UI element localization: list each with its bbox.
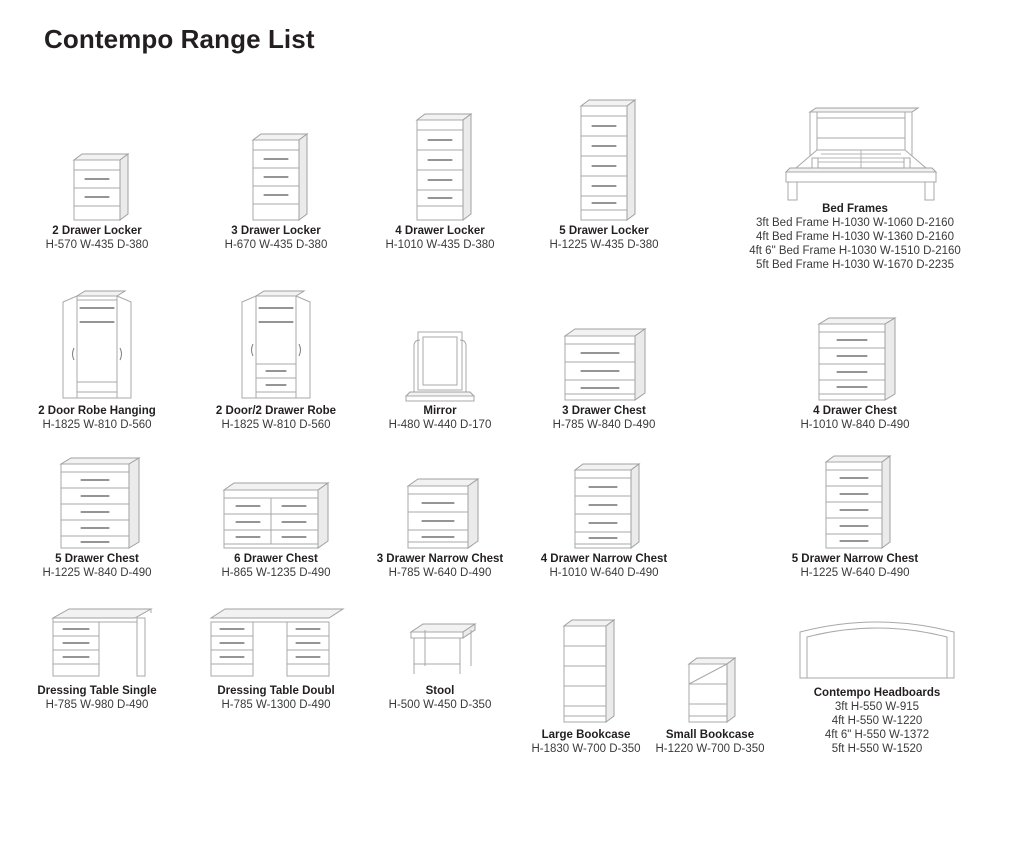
product-row: Dressing Table Single H-785 W-980 D-490 bbox=[0, 598, 1024, 756]
product-caption: 4 Drawer Locker H-1010 W-435 D-380 bbox=[385, 225, 495, 252]
product-dressing-table-double: Dressing Table Doubl H-785 W-1300 D-490 bbox=[194, 598, 358, 756]
product-stool: Stool H-500 W-450 D-350 bbox=[358, 598, 522, 756]
product-large-bookcase: Large Bookcase H-1830 W-700 D-350 bbox=[522, 598, 650, 756]
5-drawer-chest-drawing bbox=[45, 448, 149, 552]
product-6-drawer-chest: 6 Drawer Chest H-865 W-1235 D-490 bbox=[194, 448, 358, 580]
small-bookcase-drawing bbox=[677, 612, 743, 726]
product-caption: 3 Drawer Narrow Chest H-785 W-640 D-490 bbox=[376, 553, 504, 580]
product-4-drawer-locker: 4 Drawer Locker H-1010 W-435 D-380 bbox=[358, 96, 522, 272]
product-row: 2 Door Robe Hanging H-1825 W-810 D-560 bbox=[0, 286, 1024, 432]
product-caption: 4 Drawer Narrow Chest H-1010 W-640 D-490 bbox=[540, 553, 668, 580]
product-3-drawer-chest: 3 Drawer Chest H-785 W-840 D-490 bbox=[522, 286, 686, 432]
product-caption: Stool H-500 W-450 D-350 bbox=[388, 685, 492, 712]
2-door-2-drawer-robe-drawing bbox=[234, 286, 318, 404]
product-caption: 4 Drawer Chest H-1010 W-840 D-490 bbox=[800, 405, 910, 432]
5-drawer-narrow-chest-drawing bbox=[812, 448, 898, 552]
4-drawer-locker-drawing bbox=[401, 96, 479, 224]
product-caption: Small Bookcase H-1220 W-700 D-350 bbox=[655, 729, 765, 756]
product-caption: 5 Drawer Chest H-1225 W-840 D-490 bbox=[42, 553, 152, 580]
product-2-drawer-locker: 2 Drawer Locker H-570 W-435 D-380 bbox=[0, 96, 194, 272]
product-row: 5 Drawer Chest H-1225 W-840 D-490 bbox=[0, 448, 1024, 580]
3-drawer-chest-drawing bbox=[551, 286, 657, 404]
product-caption: Contempo Headboards 3ft H-550 W-915 4ft … bbox=[813, 687, 941, 756]
5-drawer-locker-drawing bbox=[565, 96, 643, 224]
bed-frame-drawing bbox=[766, 96, 944, 202]
product-caption: Large Bookcase H-1830 W-700 D-350 bbox=[531, 729, 641, 756]
2-drawer-locker-drawing bbox=[58, 96, 136, 224]
product-caption: 6 Drawer Chest H-865 W-1235 D-490 bbox=[221, 553, 331, 580]
dressing-table-single-drawing bbox=[35, 598, 159, 684]
product-dressing-table-single: Dressing Table Single H-785 W-980 D-490 bbox=[0, 598, 194, 756]
product-grid: 2 Drawer Locker H-570 W-435 D-380 bbox=[0, 96, 1024, 756]
product-caption: 3 Drawer Locker H-670 W-435 D-380 bbox=[224, 225, 328, 252]
4-drawer-chest-drawing bbox=[805, 286, 905, 404]
3-drawer-locker-drawing bbox=[237, 96, 315, 224]
product-small-bookcase: Small Bookcase H-1220 W-700 D-350 bbox=[650, 598, 770, 756]
product-mirror: Mirror H-480 W-440 D-170 bbox=[358, 286, 522, 432]
product-caption: 5 Drawer Narrow Chest H-1225 W-640 D-490 bbox=[791, 553, 919, 580]
product-caption: Bed Frames 3ft Bed Frame H-1030 W-1060 D… bbox=[749, 203, 961, 272]
mirror-drawing bbox=[402, 286, 478, 404]
product-caption: Mirror H-480 W-440 D-170 bbox=[388, 405, 492, 432]
6-drawer-chest-drawing bbox=[214, 448, 338, 552]
product-caption: Dressing Table Doubl H-785 W-1300 D-490 bbox=[217, 685, 335, 712]
product-bed-frames: Bed Frames 3ft Bed Frame H-1030 W-1060 D… bbox=[686, 96, 1024, 272]
page-title: Contempo Range List bbox=[44, 24, 315, 54]
product-5-drawer-chest: 5 Drawer Chest H-1225 W-840 D-490 bbox=[0, 448, 194, 580]
product-contempo-headboards: Contempo Headboards 3ft H-550 W-915 4ft … bbox=[770, 598, 984, 756]
contempo-headboards-drawing bbox=[792, 598, 962, 684]
3-drawer-narrow-chest-drawing bbox=[394, 448, 486, 552]
product-caption: 3 Drawer Chest H-785 W-840 D-490 bbox=[552, 405, 656, 432]
product-caption: Dressing Table Single H-785 W-980 D-490 bbox=[37, 685, 157, 712]
product-2-door-robe-hanging: 2 Door Robe Hanging H-1825 W-810 D-560 bbox=[0, 286, 194, 432]
product-2-door-2-drawer-robe: 2 Door/2 Drawer Robe H-1825 W-810 D-560 bbox=[194, 286, 358, 432]
product-caption: 2 Door/2 Drawer Robe H-1825 W-810 D-560 bbox=[215, 405, 337, 432]
product-3-drawer-narrow-chest: 3 Drawer Narrow Chest H-785 W-640 D-490 bbox=[358, 448, 522, 580]
dressing-table-double-drawing bbox=[201, 598, 351, 684]
4-drawer-narrow-chest-drawing bbox=[561, 448, 647, 552]
product-3-drawer-locker: 3 Drawer Locker H-670 W-435 D-380 bbox=[194, 96, 358, 272]
product-row: 2 Drawer Locker H-570 W-435 D-380 bbox=[0, 96, 1024, 272]
product-4-drawer-narrow-chest: 4 Drawer Narrow Chest H-1010 W-640 D-490 bbox=[522, 448, 686, 580]
product-5-drawer-locker: 5 Drawer Locker H-1225 W-435 D-380 bbox=[522, 96, 686, 272]
stool-drawing bbox=[397, 598, 483, 684]
product-caption: 5 Drawer Locker H-1225 W-435 D-380 bbox=[549, 225, 659, 252]
2-door-robe-hanging-drawing bbox=[55, 286, 139, 404]
product-5-drawer-narrow-chest: 5 Drawer Narrow Chest H-1225 W-640 D-490 bbox=[686, 448, 1024, 580]
product-caption: 2 Drawer Locker H-570 W-435 D-380 bbox=[45, 225, 149, 252]
product-caption: 2 Door Robe Hanging H-1825 W-810 D-560 bbox=[38, 405, 156, 432]
product-4-drawer-chest: 4 Drawer Chest H-1010 W-840 D-490 bbox=[686, 286, 1024, 432]
large-bookcase-drawing bbox=[550, 612, 622, 726]
